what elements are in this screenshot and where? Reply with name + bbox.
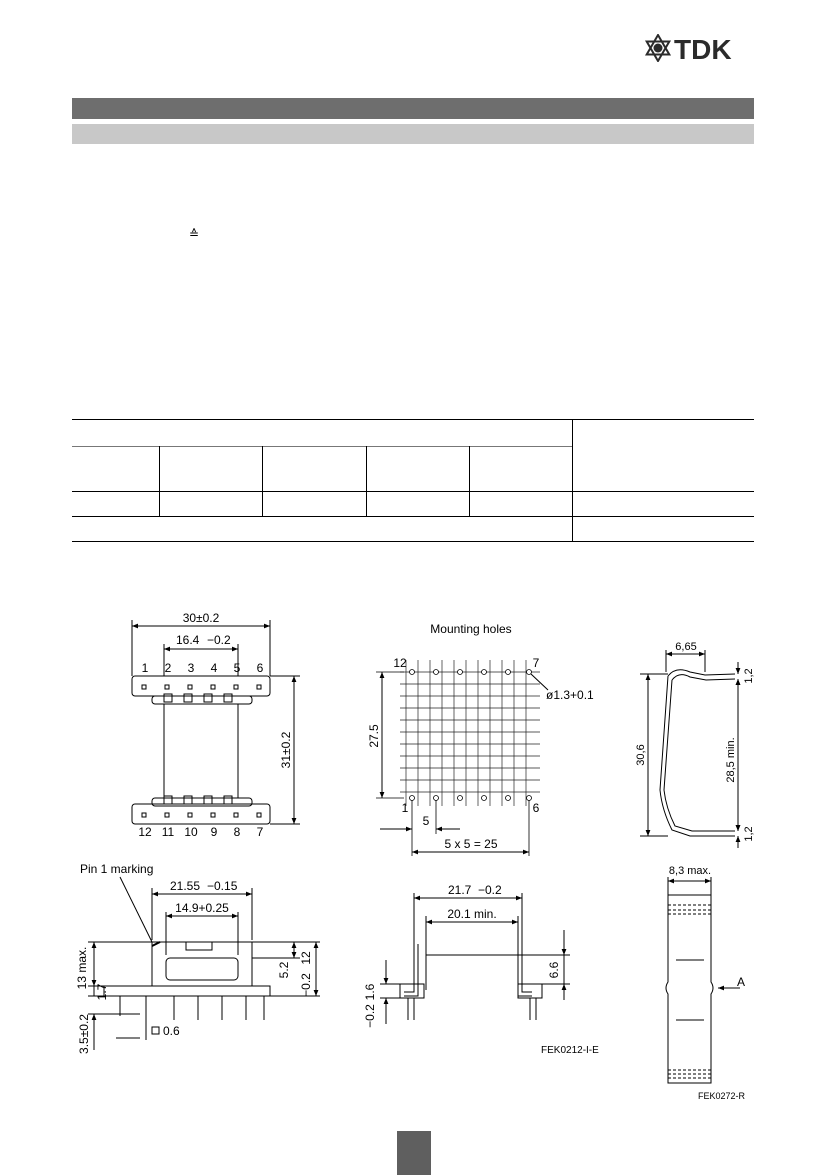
side-width-outer-tol: −0.2	[478, 883, 502, 897]
pin-top-3: 3	[188, 661, 195, 675]
mounting-holes-title: Mounting holes	[430, 622, 511, 636]
top-inner-dim: 16.4	[176, 633, 200, 647]
top-view-drawing	[131, 620, 300, 825]
front-width-inner: 14.9+0.25	[175, 901, 229, 915]
hole-pitch-dim: 5	[423, 814, 430, 828]
clip-width-dim: 6,65	[675, 641, 696, 653]
view-arrow-label: A	[737, 975, 745, 989]
pin-bottom-8: 8	[234, 825, 241, 839]
clip-inner-dim: 28,5 min.	[725, 737, 737, 782]
top-width-dim: 30±0.2	[183, 611, 220, 625]
clip-side-drawing	[640, 650, 741, 848]
pin-bottom-10: 10	[184, 825, 198, 839]
pin-top-6: 6	[257, 661, 264, 675]
hole-diameter-dim: ø1.3+0.1	[546, 688, 594, 702]
pin-bottom-9: 9	[211, 825, 218, 839]
mounting-holes-drawing	[376, 660, 549, 856]
front-width-outer-tol: −0.15	[207, 879, 238, 893]
top-inner-tol: −0.2	[207, 633, 231, 647]
hole-pin-7: 7	[533, 656, 540, 670]
side-ref-code: FEK0212-I-E	[541, 1045, 599, 1056]
side-width-inner: 20.1 min.	[447, 907, 496, 921]
front-width-outer: 21.55	[170, 879, 200, 893]
pin-top-2: 2	[165, 661, 172, 675]
front-view-drawing	[88, 876, 320, 1050]
corresponds-symbol: ≙	[189, 227, 200, 241]
hole-height-dim: 27.5	[367, 724, 381, 748]
square-symbol-icon	[151, 1026, 160, 1035]
tdk-logo: TDK	[644, 34, 732, 62]
pin-top-5: 5	[234, 661, 241, 675]
side-width-outer: 21.7	[448, 883, 472, 897]
clip-ref-code: FEK0272-R	[698, 1091, 746, 1101]
front-dim-3-5: 3.5±0.2	[77, 1014, 91, 1054]
front-dim-1-7: 1.7	[95, 983, 109, 1000]
clip-front-drawing	[665, 877, 740, 1084]
side-height-dim: 6.6	[547, 961, 561, 978]
pin1-marking-label: Pin 1 marking	[80, 862, 153, 876]
hole-pin-6: 6	[533, 801, 540, 815]
pin-top-1: 1	[142, 661, 149, 675]
pin-bottom-7: 7	[257, 825, 264, 839]
side-view-drawing	[380, 893, 570, 1024]
side-base-tol: −0.2	[363, 1004, 377, 1028]
technical-drawings: 30±0.2 16.4 −0.2 31±0.2 1 2 3 4 5 6 12 1…	[75, 611, 755, 1101]
pin-bottom-11: 11	[162, 825, 175, 839]
clip-height-dim: 30,6	[635, 744, 647, 765]
section-bar-light	[72, 124, 754, 144]
section-bar-dark	[72, 98, 754, 119]
front-height-max: 13 max.	[75, 947, 89, 990]
side-base-dim: 1.6	[363, 983, 377, 1000]
page-number-tab	[397, 1131, 431, 1175]
front-dim-12-tol: −0.2	[299, 973, 313, 997]
front-dim-5-2: 5.2	[277, 961, 291, 978]
hole-span-dim: 5 x 5 = 25	[444, 837, 497, 851]
pin-bottom-12: 12	[138, 825, 152, 839]
hole-pin-12: 12	[393, 656, 407, 670]
front-dim-12: 12	[299, 951, 313, 965]
front-pin-square: 0.6	[163, 1024, 180, 1038]
top-height-dim: 31±0.2	[279, 731, 293, 768]
clip-front-width-dim: 8,3 max.	[669, 865, 711, 877]
pin-top-4: 4	[211, 661, 218, 675]
clip-top-gap: 1,2	[743, 668, 755, 683]
clip-bottom-gap: 1,2	[743, 826, 755, 841]
hole-pin-1: 1	[402, 801, 409, 815]
brand-text: TDK	[674, 34, 732, 62]
